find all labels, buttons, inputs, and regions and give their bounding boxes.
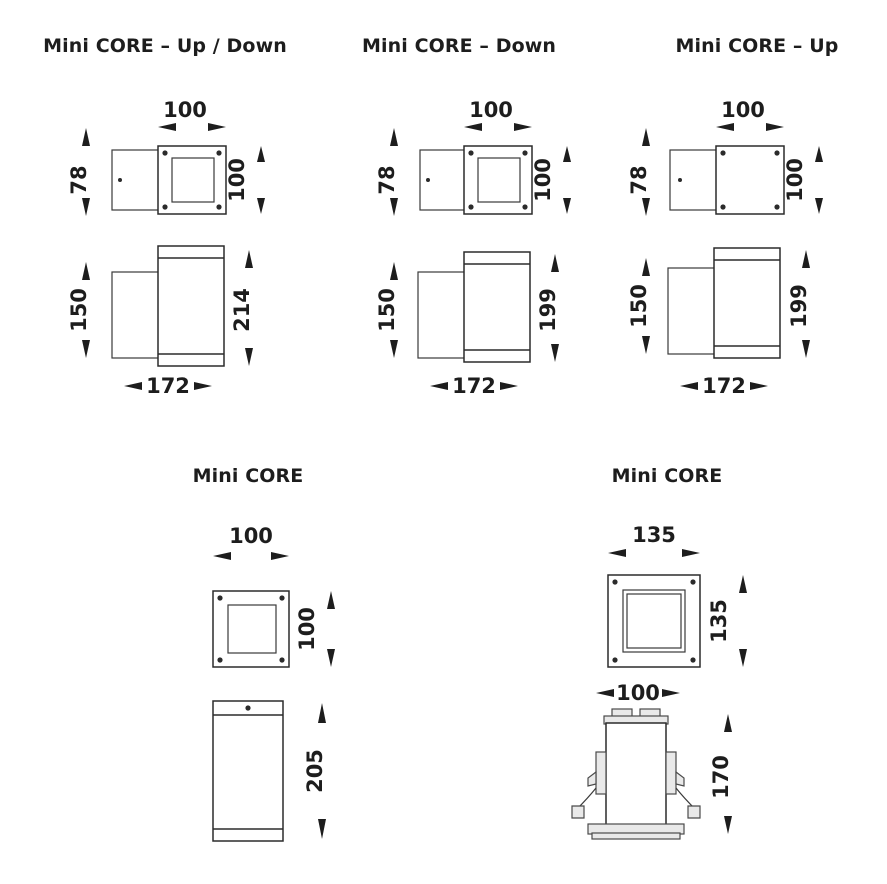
side-view (417, 251, 531, 363)
top-view (111, 145, 227, 215)
dimension-label: 150 (375, 288, 399, 332)
dimension-label: 78 (375, 165, 399, 194)
dimension-top-height: 135 (707, 575, 747, 667)
top-view (419, 145, 533, 215)
dimension-side-left-height: 150 (67, 262, 91, 358)
group-drawing: 100 78 100 (0, 0, 330, 420)
dimension-label: 205 (303, 749, 327, 793)
dimension-label: 135 (707, 599, 731, 643)
dimension-label: 78 (67, 165, 91, 194)
dimension-top-width: 100 (716, 98, 784, 131)
dimension-side-width: 172 (124, 374, 212, 398)
dimension-top-width: 100 (213, 524, 289, 560)
dimension-top-left-depth: 78 (627, 128, 651, 216)
dimension-label: 100 (225, 158, 249, 202)
dimension-top-right-width: 100 (225, 146, 265, 214)
group-title: Mini CORE (611, 465, 723, 487)
group-drawing: 100 78 100 (310, 0, 630, 420)
dimension-label: 199 (536, 288, 560, 332)
dimension-label: 172 (702, 374, 746, 398)
drawing-group-mini-core-up-down: Mini CORE – Up / Down (0, 0, 330, 420)
group-drawing: 100 78 100 (600, 0, 887, 420)
dimension-top-left-depth: 78 (375, 128, 399, 216)
front-view (212, 700, 284, 842)
dimension-side-width: 172 (430, 374, 518, 398)
dimension-label: 78 (627, 165, 651, 194)
dimension-label: 100 (616, 681, 660, 705)
dimension-top-left-depth: 78 (67, 128, 91, 216)
dimension-label: 100 (229, 524, 273, 548)
dimension-label: 172 (452, 374, 496, 398)
dimension-top-right-width: 100 (531, 146, 571, 214)
dimension-label: 100 (531, 158, 555, 202)
group-title: Mini CORE – Up / Down (43, 35, 287, 57)
group-title: Mini CORE – Down (361, 35, 557, 57)
drawing-group-mini-core-recessed: Mini CORE 135 (530, 420, 887, 884)
side-view (667, 247, 781, 359)
drawing-group-mini-core-surface: Mini CORE 100 100 (110, 420, 460, 884)
dimension-label: 100 (469, 98, 513, 122)
dimension-label: 100 (783, 158, 807, 202)
dimension-label: 214 (230, 288, 254, 332)
front-view (571, 708, 701, 840)
dimension-side-left-height: 150 (375, 262, 399, 358)
top-view (212, 590, 290, 668)
dimension-label: 135 (632, 523, 676, 547)
dimension-side-width: 172 (680, 374, 768, 398)
dimension-label: 100 (295, 607, 319, 651)
dimension-side-left-height: 150 (627, 258, 651, 354)
dimension-front-width: 100 (596, 681, 680, 705)
group-drawing: 100 100 205 (110, 420, 460, 884)
group-title: Mini CORE – Up (675, 35, 839, 57)
dimension-side-right-height: 199 (787, 250, 811, 358)
spring-clip-right (665, 751, 701, 819)
drawing-group-mini-core-down: Mini CORE – Down 100 (310, 0, 630, 420)
dimension-label: 100 (721, 98, 765, 122)
dimension-side-right-height: 214 (230, 250, 254, 366)
spring-clip-left (571, 751, 607, 819)
dimension-front-height: 205 (303, 703, 327, 839)
dimension-label: 150 (627, 284, 651, 328)
dimension-front-height: 170 (709, 714, 733, 834)
drawing-group-mini-core-up: Mini CORE – Up 100 7 (600, 0, 887, 420)
dimension-top-width: 135 (608, 523, 700, 557)
dimension-top-width: 100 (158, 98, 226, 131)
dimension-side-right-height: 199 (536, 254, 560, 362)
dimension-top-width: 100 (464, 98, 532, 131)
top-view (607, 574, 701, 668)
dimension-label: 172 (146, 374, 190, 398)
group-title: Mini CORE (192, 465, 304, 487)
dimension-label: 150 (67, 288, 91, 332)
dimension-label: 100 (163, 98, 207, 122)
group-drawing: 135 135 (530, 420, 887, 884)
dimension-top-height: 100 (295, 591, 335, 667)
dimension-label: 170 (709, 755, 733, 799)
side-view (111, 245, 225, 367)
top-view (669, 145, 785, 215)
dimension-top-right-width: 100 (783, 146, 823, 214)
dimension-label: 199 (787, 284, 811, 328)
